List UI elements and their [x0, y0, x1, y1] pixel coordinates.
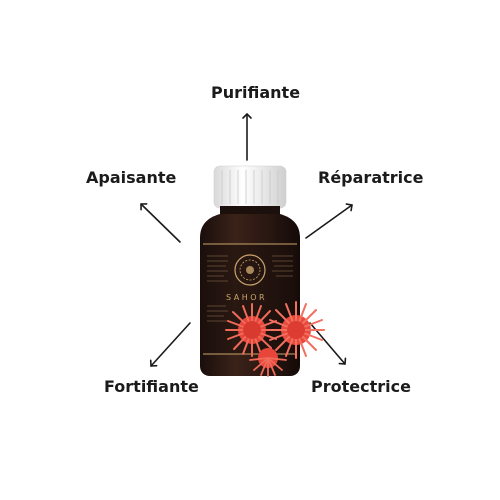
label-fortifiante: Fortifiante — [104, 377, 199, 396]
logo-medallion — [234, 254, 266, 286]
label-purifiante: Purifiante — [211, 83, 301, 102]
brand-text: SAHOR — [226, 293, 267, 302]
label-reparatrice: Réparatrice — [318, 168, 424, 187]
bottle: SAHOR — [200, 165, 300, 376]
flower-right — [267, 301, 325, 359]
arrow-fortifiante — [149, 322, 191, 367]
label-apaisante: Apaisante — [86, 168, 177, 187]
arrow-apaisante — [140, 203, 181, 243]
bottle-cap — [213, 165, 287, 209]
label-protectrice: Protectrice — [311, 377, 411, 396]
flower-bottom — [249, 348, 287, 377]
arrow-reparatrice — [305, 203, 353, 239]
flower-cluster — [225, 301, 325, 377]
